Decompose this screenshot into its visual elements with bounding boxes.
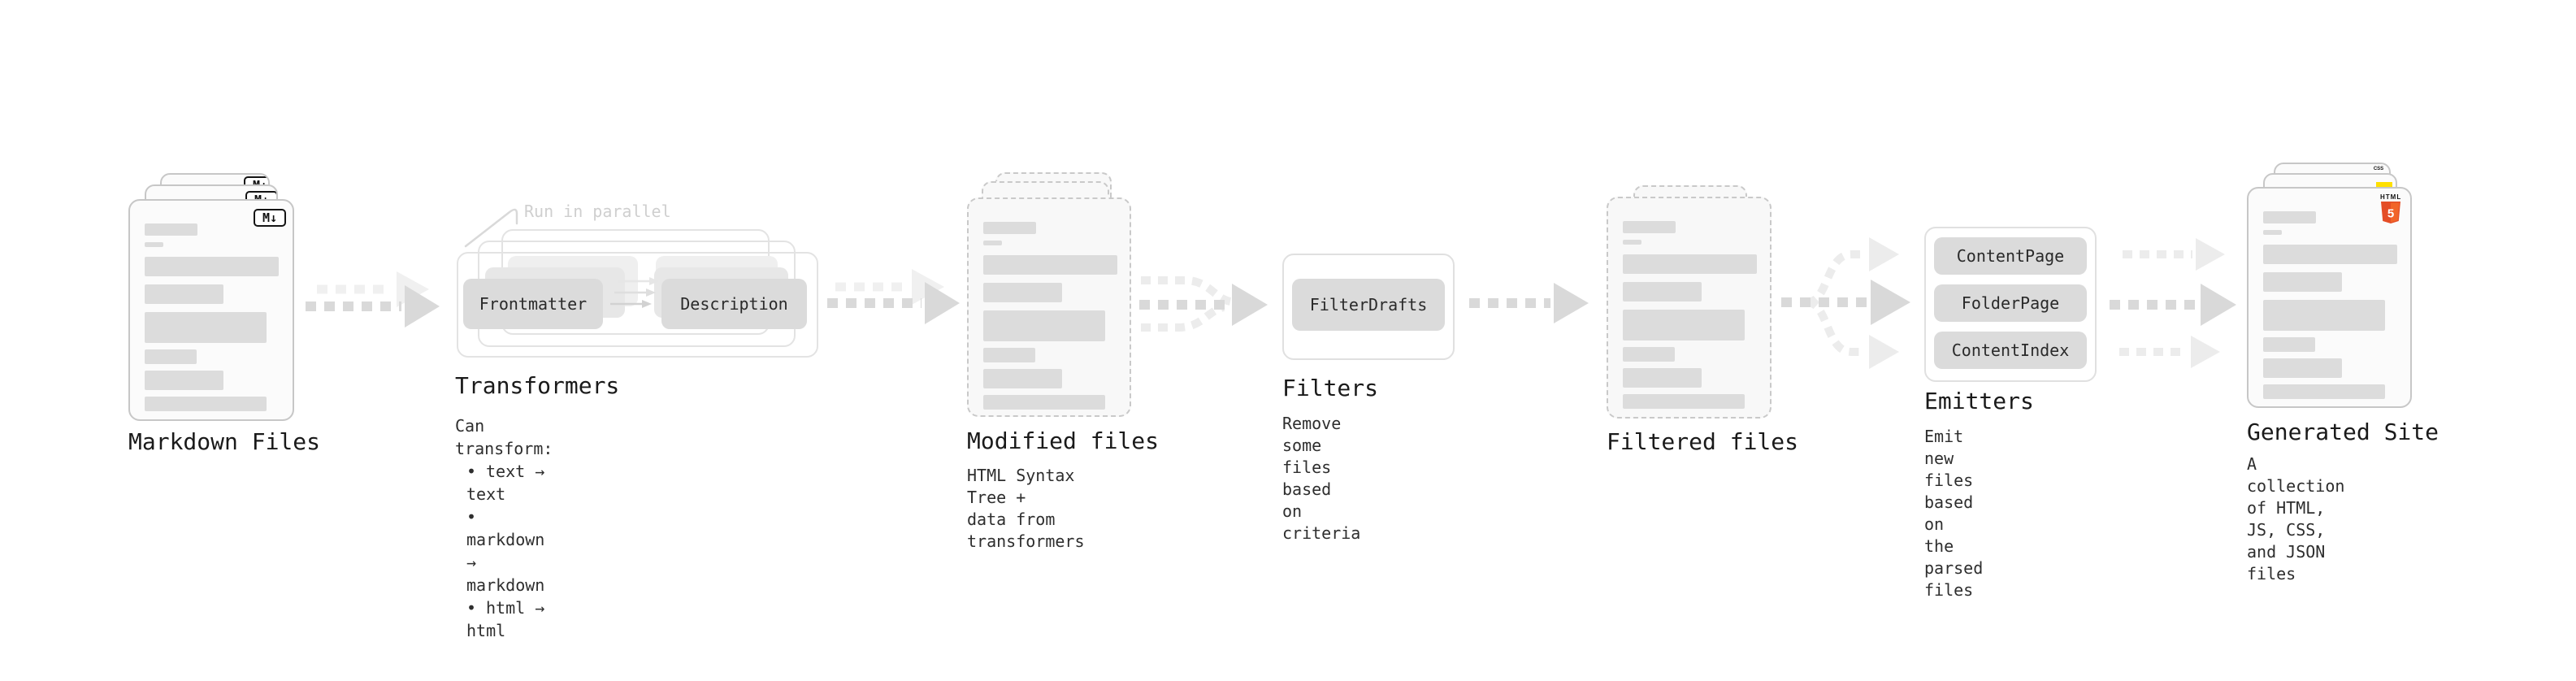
bullet-text: markdown → markdown [466, 530, 545, 595]
placeholder-line [983, 222, 1036, 234]
placeholder-line [983, 369, 1062, 388]
filterdrafts-label: FilterDrafts [1309, 295, 1428, 314]
frontmatter-box: Frontmatter [463, 279, 603, 329]
stage-title-transformers: Transformers [455, 372, 620, 399]
html5-icon-label: HTML [2380, 193, 2402, 201]
placeholder-line [2263, 358, 2342, 378]
description-label: Description [680, 294, 788, 314]
markdown-icon: M↓ [254, 209, 286, 227]
placeholder-line [2263, 337, 2315, 352]
placeholder-line [2263, 272, 2342, 292]
placeholder-line [983, 255, 1117, 275]
folderpage-box: FolderPage [1934, 284, 2087, 322]
contentindex-label: ContentIndex [1951, 340, 2070, 360]
file-card [1607, 197, 1772, 419]
placeholder-line [1623, 368, 1702, 388]
file-card: HTML 5 [2247, 187, 2412, 408]
arrow-filters-to-filtered [1469, 283, 1589, 323]
placeholder-line [1623, 347, 1675, 362]
stage-title-markdown-files: Markdown Files [128, 428, 321, 455]
html5-shield: 5 [2381, 202, 2400, 223]
stage-title-modified-files: Modified files [967, 427, 1160, 454]
placeholder-line [2263, 300, 2385, 331]
css-badge-label: CSS [2373, 167, 2384, 171]
description-box: Description [661, 279, 807, 329]
html5-icon-number: 5 [2387, 207, 2394, 221]
can-transform-heading: Can transform: [455, 416, 553, 458]
placeholder-line [983, 348, 1035, 362]
contentpage-label: ContentPage [1956, 246, 2065, 266]
stage-title-generated-site: Generated Site [2247, 419, 2439, 445]
placeholder-line [145, 371, 223, 390]
placeholder-line [145, 397, 267, 411]
arrow-emitters-to-generated [2110, 238, 2236, 368]
generated-site-description: A collection of HTML, JS, CSS, and JSON … [2247, 454, 2345, 583]
frontmatter-label: Frontmatter [479, 294, 588, 314]
placeholder-line [145, 257, 279, 276]
transform-bullet: •html → html [455, 596, 553, 642]
placeholder-line [1623, 240, 1641, 245]
placeholder-line [145, 312, 267, 343]
placeholder-line [983, 395, 1105, 410]
emitters-description: Emit new files based on the parsed files [1924, 427, 1984, 600]
placeholder-line [1623, 282, 1702, 301]
transformers-description: Can transform: •text → text •markdown → … [455, 414, 553, 642]
filters-description: Remove some files based on criteria [1282, 414, 1361, 543]
arrow-transformers-to-modified [827, 269, 960, 324]
placeholder-line [983, 283, 1062, 302]
run-in-parallel-callout: Run in parallel [524, 202, 671, 221]
markdown-icon-glyph: M↓ [262, 210, 278, 225]
placeholder-line [1623, 394, 1745, 409]
frontmatter-to-description-arrows [610, 277, 659, 308]
transform-bullet: • markdown → markdown [455, 505, 553, 596]
bullet-icon: • [466, 598, 477, 618]
run-in-parallel-leader-line [464, 208, 518, 248]
placeholder-line [983, 241, 1002, 245]
arrow-markdown-to-transformers [306, 271, 440, 327]
contentpage-box: ContentPage [1934, 237, 2087, 275]
placeholder-line [145, 223, 197, 236]
placeholder-line [145, 242, 163, 247]
stage-title-filters: Filters [1282, 375, 1379, 401]
filterdrafts-box: FilterDrafts [1292, 279, 1445, 331]
contentindex-box: ContentIndex [1934, 332, 2087, 369]
placeholder-line [983, 310, 1105, 341]
modified-files-description: HTML Syntax Tree + data from transformer… [967, 466, 1085, 551]
placeholder-line [2263, 245, 2397, 264]
placeholder-line [1623, 310, 1745, 340]
bullet-text: text → text [466, 462, 545, 504]
stage-title-emitters: Emitters [1924, 388, 2034, 414]
placeholder-line [1623, 254, 1757, 274]
stage-title-filtered-files: Filtered files [1607, 428, 1799, 455]
placeholder-line [2263, 211, 2316, 223]
folderpage-label: FolderPage [1961, 293, 2060, 313]
transformer-layer-front [457, 252, 818, 358]
transform-bullet: •text → text [455, 460, 553, 505]
file-card: M↓ [128, 199, 294, 421]
bullet-icon: • [466, 462, 477, 481]
arrow-filtered-to-emitters-fanout [1781, 237, 1910, 369]
placeholder-line [145, 284, 223, 304]
bullet-text: html → html [466, 598, 545, 640]
placeholder-line [1623, 221, 1676, 233]
html5-icon: HTML 5 [2380, 193, 2401, 223]
arrow-modified-to-filters-merge [1139, 276, 1268, 332]
placeholder-line [145, 349, 197, 364]
placeholder-line [2263, 384, 2385, 399]
file-card [967, 197, 1131, 417]
bullet-icon: • [466, 507, 477, 527]
placeholder-line [2263, 230, 2282, 235]
